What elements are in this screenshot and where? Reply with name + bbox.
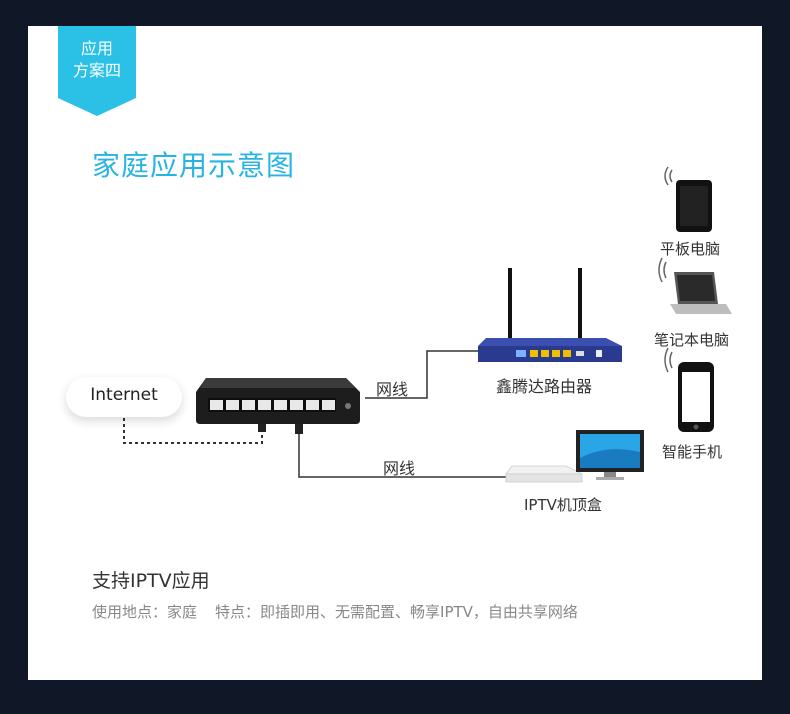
phone-icon: [664, 347, 714, 432]
switch-icon: [196, 378, 360, 424]
footer-title: 支持IPTV应用: [92, 570, 210, 592]
router-link: [365, 350, 478, 399]
laptop-label: 笔记本电脑: [654, 331, 730, 349]
monitor-icon: [576, 430, 644, 480]
phone-label: 智能手机: [662, 443, 723, 461]
set-top-box-icon: [505, 465, 583, 483]
badge-line2: 方案四: [72, 61, 121, 80]
laptop-icon: [658, 257, 732, 314]
router-icon: [478, 268, 622, 362]
router-label: 鑫腾达路由器: [496, 377, 593, 396]
page-title: 家庭应用示意图: [92, 149, 296, 182]
tablet-icon: [664, 166, 712, 232]
solution-badge: 应用 方案四: [58, 26, 136, 116]
badge-line1: 应用: [80, 39, 113, 58]
wifi-icon: [669, 169, 673, 183]
iptv-link: [295, 424, 506, 478]
iptv-label: IPTV机顶盒: [524, 496, 602, 514]
internet-label: Internet: [90, 385, 158, 405]
footer-description: 使用地点：家庭特点：即插即用、无需配置、畅享IPTV，自由共享网络: [92, 601, 596, 622]
location-text: 使用地点：家庭: [92, 603, 198, 621]
switch-iptv-cable-label: 网线: [383, 459, 416, 478]
features-text: 特点：即插即用、无需配置、畅享IPTV，自由共享网络: [215, 603, 578, 621]
switch-router-cable-label: 网线: [376, 380, 409, 399]
internet-cloud: Internet: [66, 377, 182, 417]
diagram-card: [28, 26, 762, 680]
internet-link: [123, 418, 266, 444]
tablet-label: 平板电脑: [660, 240, 721, 258]
